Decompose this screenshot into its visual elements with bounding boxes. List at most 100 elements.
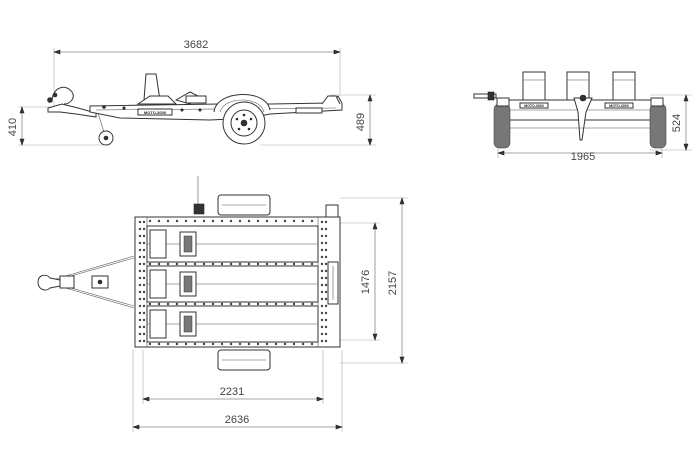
platform-hole <box>138 283 142 287</box>
platform-hole <box>324 304 328 308</box>
platform-hole <box>142 325 146 329</box>
platform-hole <box>256 302 260 306</box>
side-length-label: 3682 <box>184 39 208 51</box>
platform-hole <box>247 219 251 223</box>
platform-hole <box>229 302 233 306</box>
platform-hole <box>202 262 206 266</box>
platform-hole <box>142 227 146 231</box>
platform-hole <box>320 262 324 266</box>
platform-hole <box>229 219 233 223</box>
platform-hole <box>292 262 296 266</box>
platform-hole <box>310 302 314 306</box>
platform-hole <box>142 339 146 343</box>
platform-hole <box>142 234 146 238</box>
platform-holes <box>138 219 328 346</box>
platform-hole <box>265 219 269 223</box>
platform-hole <box>142 276 146 280</box>
platform-hole <box>310 342 314 346</box>
rear-wheel-left <box>493 103 511 149</box>
top-view: 2157 1476 2231 2636 <box>37 176 408 432</box>
top-length-label: 2636 <box>225 414 249 426</box>
top-coupling <box>37 274 61 291</box>
platform-hole <box>324 255 328 259</box>
platform-hole <box>142 248 146 252</box>
platform-hole <box>247 302 251 306</box>
platform-hole <box>320 255 324 259</box>
platform-hole <box>142 255 146 259</box>
platform-hole <box>274 262 278 266</box>
platform-hole <box>166 262 170 266</box>
platform-hole <box>324 269 328 273</box>
platform-hole <box>320 304 324 308</box>
platform-hole <box>138 248 142 252</box>
platform-hole <box>247 342 251 346</box>
platform-hole <box>320 241 324 245</box>
platform-hole <box>193 219 197 223</box>
platform-hole <box>157 262 161 266</box>
rear-view: 1965 524 MOTO-3000 MOTO-3000 <box>473 71 692 163</box>
platform-hole <box>193 302 197 306</box>
platform-hole <box>229 342 233 346</box>
platform-hole <box>157 342 161 346</box>
platform-hole <box>324 220 328 224</box>
platform-hole <box>320 318 324 322</box>
rear-height-label: 524 <box>671 114 683 132</box>
platform-hole <box>265 302 269 306</box>
platform-hole <box>301 302 305 306</box>
platform-hole <box>292 302 296 306</box>
platform-hole <box>324 290 328 294</box>
platform-hole <box>184 219 188 223</box>
platform-hole <box>142 311 146 315</box>
platform-hole <box>238 342 242 346</box>
platform-hole <box>320 234 324 238</box>
platform-hole <box>184 302 188 306</box>
platform-hole <box>301 342 305 346</box>
platform-hole <box>211 342 215 346</box>
platform-hole <box>184 262 188 266</box>
platform-hole <box>320 339 324 343</box>
platform-hole <box>148 302 152 306</box>
coupling-handle <box>51 86 74 105</box>
platform-hole <box>166 219 170 223</box>
platform-hole <box>238 262 242 266</box>
platform-hole <box>138 262 142 266</box>
platform-hole <box>320 332 324 336</box>
platform-hole <box>265 342 269 346</box>
top-inner-length-label: 2231 <box>220 386 244 398</box>
platform-hole <box>320 248 324 252</box>
side-height-right-label: 489 <box>355 113 367 131</box>
platform-hole <box>142 290 146 294</box>
platform-hole <box>220 302 224 306</box>
platform-hole <box>238 219 242 223</box>
platform-hole <box>138 339 142 343</box>
platform-hole <box>184 342 188 346</box>
platform-hole <box>324 227 328 231</box>
platform-hole <box>211 302 215 306</box>
platform-hole <box>211 262 215 266</box>
rear-decal-right: MOTO-3000 <box>609 104 628 108</box>
platform-hole <box>265 262 269 266</box>
platform-hole <box>320 220 324 224</box>
platform-hole <box>256 262 260 266</box>
side-view: 3682 410 489 MOTO-3000 <box>7 39 376 146</box>
rear-chock-3 <box>612 71 636 103</box>
platform-hole <box>256 342 260 346</box>
platform-hole <box>202 219 206 223</box>
platform-hole <box>138 311 142 315</box>
platform-hole <box>193 342 197 346</box>
platform-hole <box>202 302 206 306</box>
platform-hole <box>157 302 161 306</box>
platform-hole <box>142 269 146 273</box>
platform-hole <box>220 262 224 266</box>
platform-hole <box>193 262 197 266</box>
platform-hole <box>138 325 142 329</box>
platform-hole <box>157 219 161 223</box>
platform-hole <box>310 219 314 223</box>
platform-hole <box>320 227 324 231</box>
platform-hole <box>324 339 328 343</box>
platform-hole <box>324 332 328 336</box>
platform-hole <box>142 220 146 224</box>
platform-hole <box>292 342 296 346</box>
